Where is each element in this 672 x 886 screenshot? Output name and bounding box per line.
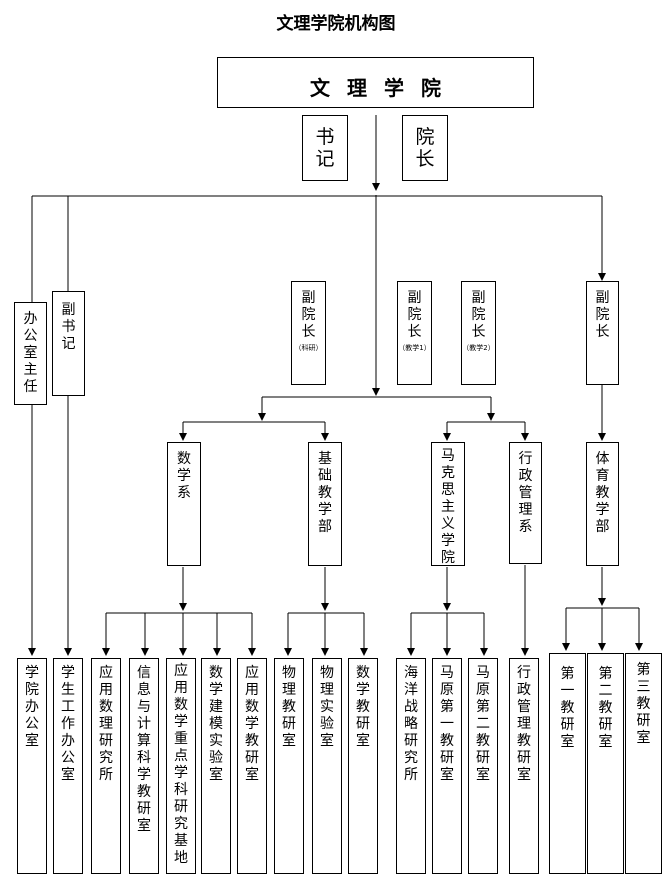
dept-pe-label: 体育教学部: [595, 451, 610, 535]
dept-math-label: 数学系: [177, 451, 191, 501]
unit-label: 数学教研室: [356, 665, 370, 749]
unit-label: 数学建模实验室: [209, 665, 223, 783]
dept-basic-teaching-label: 基础教学部: [318, 451, 332, 535]
unit-label: 马原第一教研室: [440, 665, 454, 783]
dean-label: 院长: [415, 126, 435, 170]
office-director-label: 办公室主任: [23, 311, 38, 395]
unit-applied-math-teaching: 应用数学教研室: [237, 658, 267, 874]
unit-label: 行政管理教研室: [517, 665, 531, 783]
vice-dean-box: 副院长: [586, 281, 619, 385]
unit-marx-second: 马原第二教研室: [468, 658, 498, 874]
unit-label: 应用数学教研室: [245, 665, 259, 783]
unit-physics-teaching: 物理教研室: [274, 658, 304, 874]
unit-physics-lab: 物理实验室: [312, 658, 342, 874]
unit-modeling-lab: 数学建模实验室: [201, 658, 231, 874]
dept-admin-box: 行政管理系: [509, 442, 542, 564]
unit-label: 学院办公室: [25, 665, 39, 749]
dept-marxism-box: 马克思主义学院: [431, 442, 465, 566]
vice-dean-research-label: 副院长（科研）: [294, 290, 323, 352]
vice-dean-teaching2-box: 副院长（教学2）: [461, 281, 496, 385]
unit-label: 海洋战略研究所: [404, 665, 418, 783]
dean-box: 院长: [402, 115, 448, 181]
unit-college-office: 学院办公室: [17, 658, 47, 874]
unit-applied-math-physics-institute: 应用数理研究所: [91, 658, 121, 874]
unit-pe-third: 第三教研室: [625, 653, 662, 874]
vice-dean-teaching1-label: 副院长（教学1）: [398, 290, 431, 352]
unit-label: 第一教研室: [560, 666, 575, 750]
dept-basic-teaching-box: 基础教学部: [308, 442, 342, 566]
college-box: 文理学院: [217, 57, 534, 108]
secretary-box: 书记: [302, 115, 348, 181]
unit-math-teaching: 数学教研室: [348, 658, 378, 874]
page-title: 文理学院机构图: [276, 14, 396, 34]
unit-label: 应用数学重点学科研究基地: [174, 663, 188, 866]
unit-label: 物理实验室: [320, 665, 334, 749]
unit-label: 第二教研室: [598, 666, 613, 750]
unit-label: 应用数理研究所: [99, 665, 113, 783]
unit-marx-first: 马原第一教研室: [432, 658, 462, 874]
unit-label: 第三教研室: [636, 662, 651, 746]
office-director-box: 办公室主任: [14, 302, 47, 405]
dept-math-box: 数学系: [167, 442, 201, 566]
unit-student-affairs: 学生工作办公室: [53, 658, 83, 874]
vice-dean-teaching1-box: 副院长（教学1）: [397, 281, 432, 385]
deputy-secretary-label: 副书记: [61, 302, 76, 352]
unit-applied-math-base: 应用数学重点学科研究基地: [166, 658, 196, 874]
unit-admin-teaching: 行政管理教研室: [509, 658, 539, 874]
unit-ocean-strategy: 海洋战略研究所: [396, 658, 426, 874]
secretary-label: 书记: [315, 126, 335, 170]
deputy-secretary-box: 副书记: [52, 291, 85, 396]
unit-label: 信息与计算科学教研室: [137, 665, 151, 834]
unit-info-computing: 信息与计算科学教研室: [129, 658, 159, 874]
unit-label: 马原第二教研室: [476, 665, 490, 783]
unit-pe-second: 第二教研室: [587, 653, 624, 874]
unit-pe-first: 第一教研室: [549, 653, 586, 874]
dept-pe-box: 体育教学部: [586, 442, 619, 566]
dept-admin-label: 行政管理系: [518, 451, 533, 535]
vice-dean-teaching2-label: 副院长（教学2）: [462, 290, 495, 352]
unit-label: 物理教研室: [282, 665, 296, 749]
vice-dean-research-box: 副院长（科研）: [291, 281, 326, 385]
vice-dean-label: 副院长: [595, 290, 610, 340]
dept-marxism-label: 马克思主义学院: [441, 448, 455, 566]
unit-label: 学生工作办公室: [61, 665, 75, 783]
college-label: 文理学院: [310, 76, 458, 100]
